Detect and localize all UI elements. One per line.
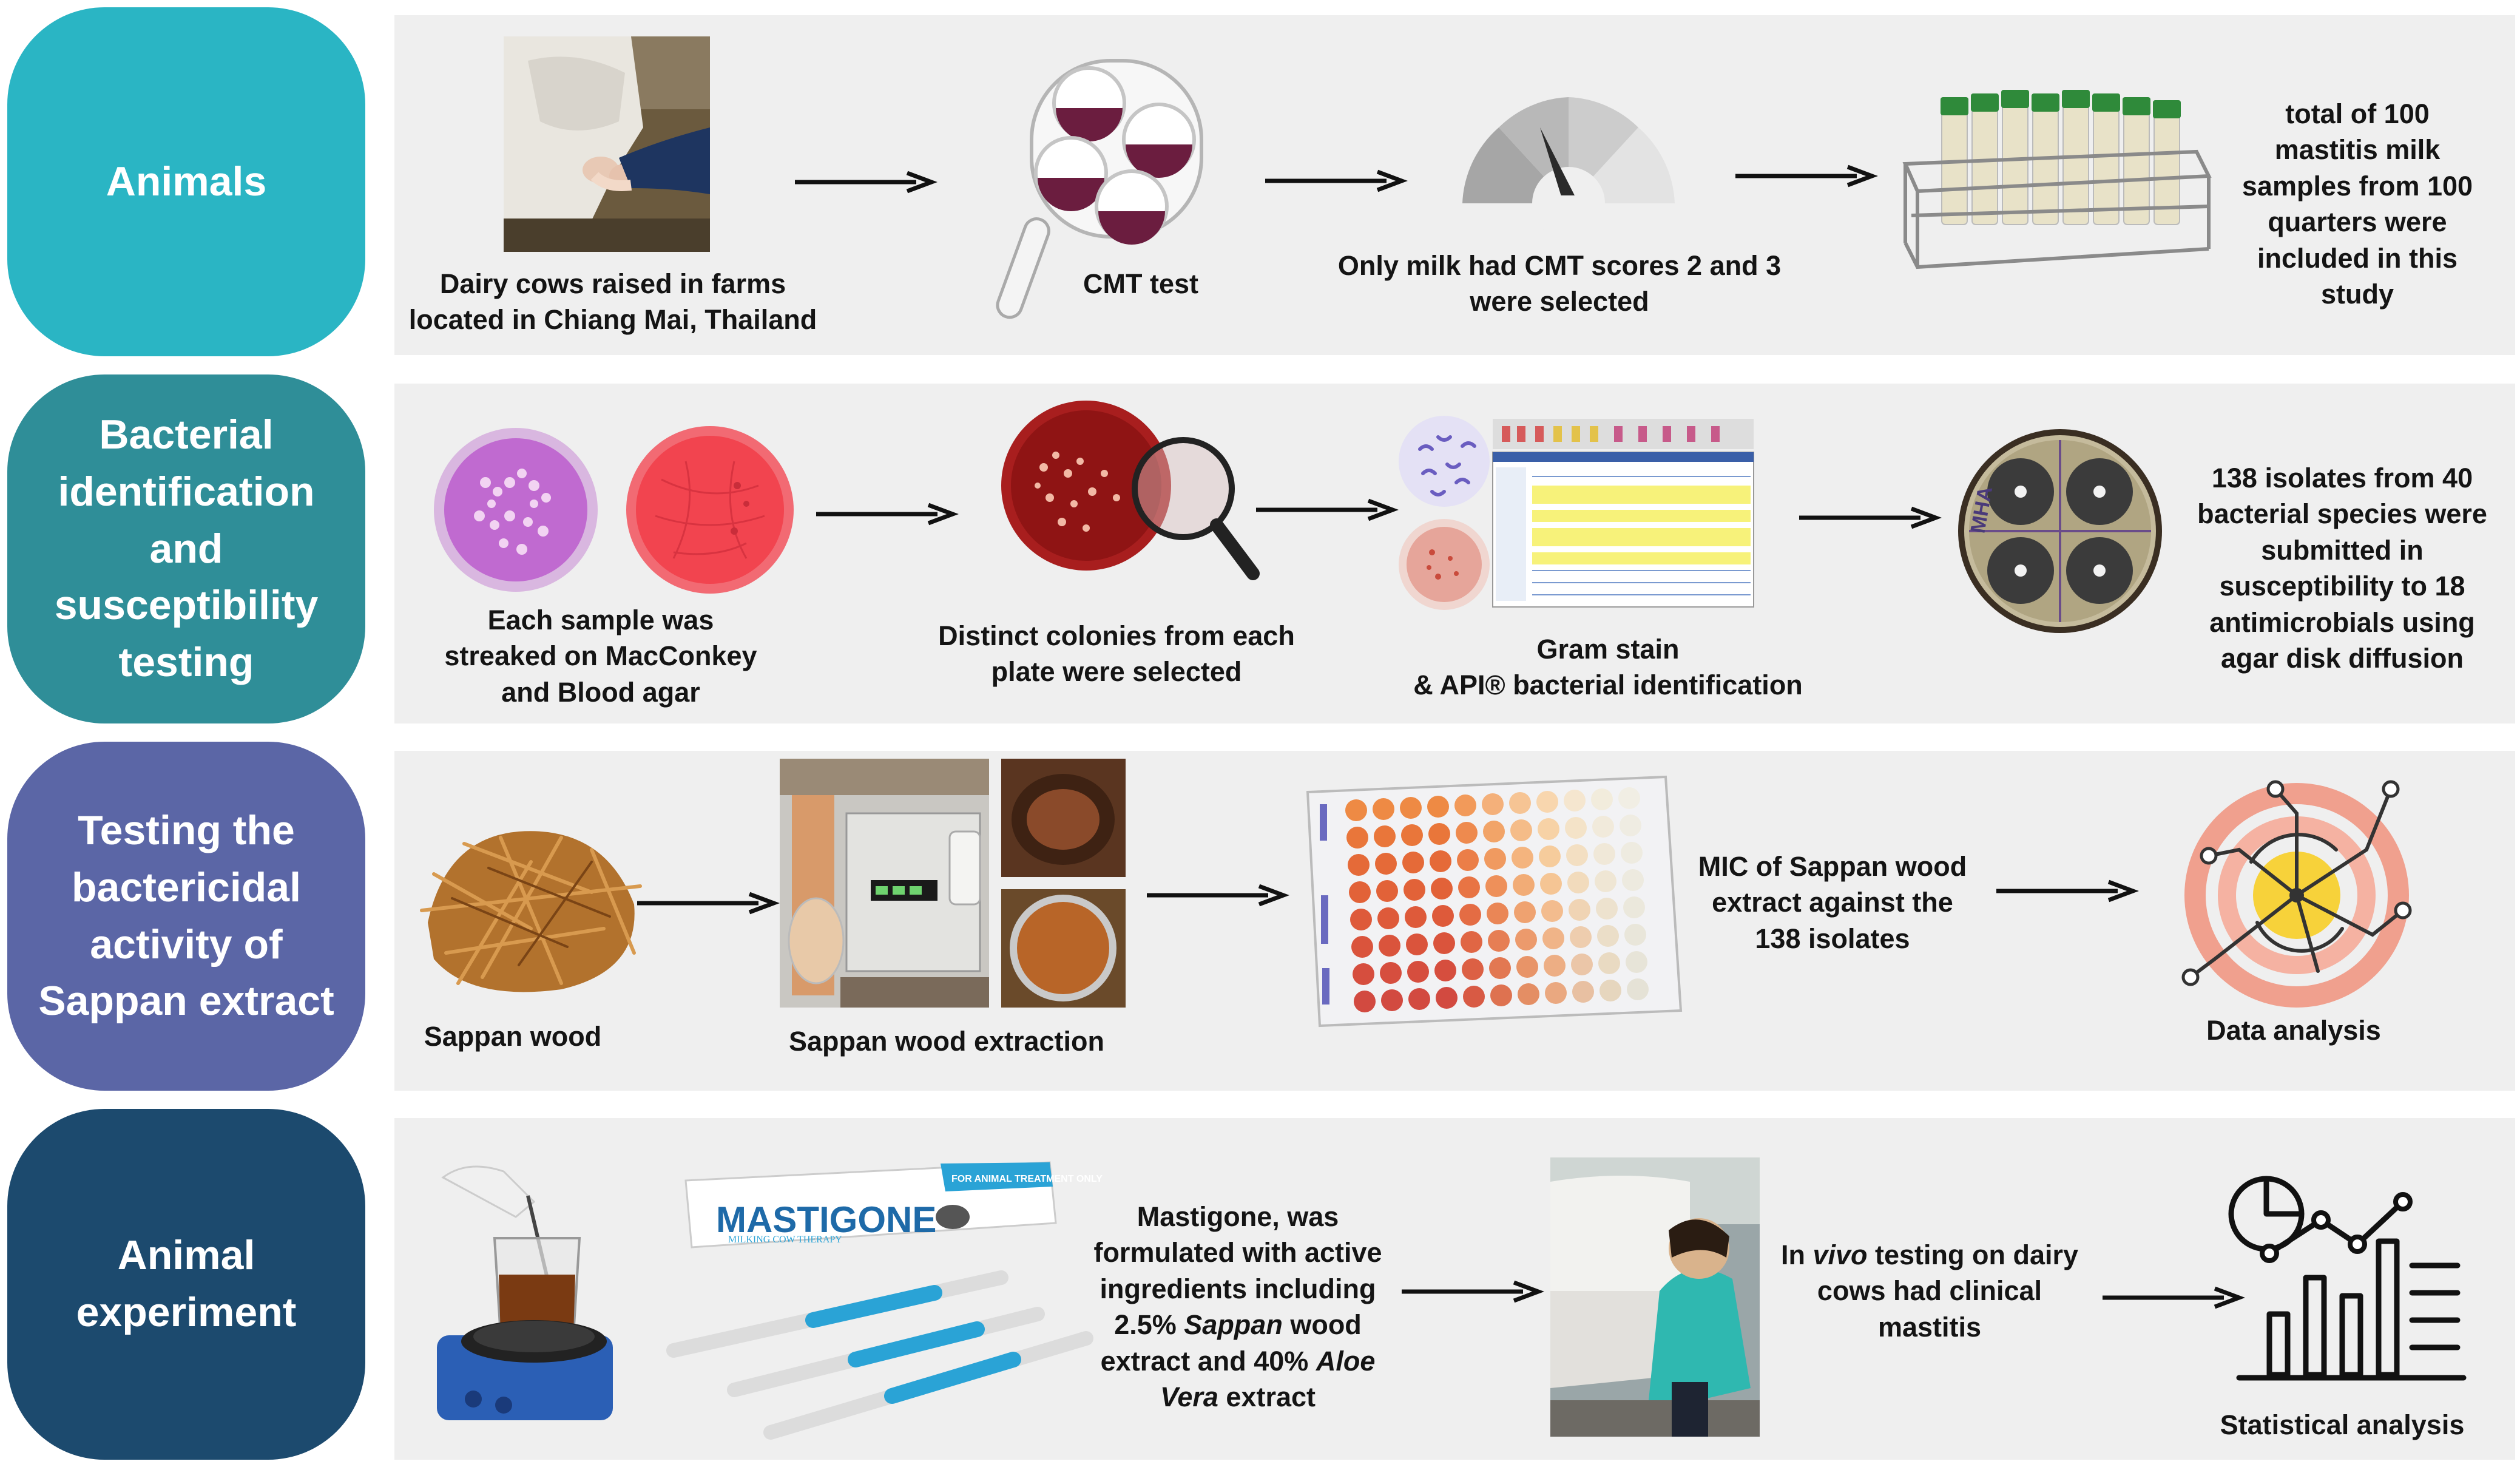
caption-distinct-colonies: Distinct colonies from each plate were s… <box>938 620 1295 688</box>
microplate-icon <box>1306 775 1683 1028</box>
statistics-icon <box>2228 1176 2467 1381</box>
caption-gram-stain: Gram stain & API® bacterial identificati… <box>1413 634 1803 701</box>
sappan-wood-icon <box>420 831 642 992</box>
gauge-icon <box>1462 97 1675 240</box>
row-label-sappan-testing: Testing the bactericidal activity of Sap… <box>7 742 365 1091</box>
caption-sappan-extraction: Sappan wood extraction <box>788 1026 1105 1057</box>
brand-name: MASTIGONE <box>716 1199 936 1240</box>
caption-streaked: Each sample was streaked on MacConkey an… <box>444 605 757 708</box>
caption-mic: MIC of Sappan wood extract against the 1… <box>1698 851 1967 954</box>
arrow-icon <box>795 171 937 194</box>
caption-statistical-analysis: Statistical analysis <box>2220 1409 2465 1440</box>
row-label-bacterial-identification: Bacterial identification and susceptibil… <box>7 374 365 723</box>
panel-experiment <box>394 1118 2515 1460</box>
disk-diffusion-icon: MHA <box>1958 429 2162 633</box>
arrow-icon <box>1799 506 1942 529</box>
tube-rack-icon <box>1902 90 2212 269</box>
caption-sappan-wood: Sappan wood <box>424 1021 602 1052</box>
arrow-icon <box>1256 498 1399 521</box>
arrow-icon <box>1147 884 1289 907</box>
gram-stain-api-icon <box>1399 416 1754 610</box>
arrow-icon <box>1265 169 1408 192</box>
arrow-icon <box>1735 164 1878 188</box>
box-note: FOR ANIMAL TREATMENT ONLY <box>951 1174 1103 1184</box>
arrow-icon <box>637 892 780 915</box>
extraction-photo <box>780 759 1126 1008</box>
arrow-icon <box>1996 879 2139 903</box>
row-label-animal-experiment: Animal experiment <box>7 1109 365 1460</box>
row-label-animals: Animals <box>7 7 365 356</box>
magnetic-stirrer-icon <box>437 1165 613 1420</box>
agar-plates-icon <box>434 426 794 594</box>
arrow-icon <box>1402 1280 1544 1303</box>
caption-isolates: 138 isolates from 40 bacterial species w… <box>2197 462 2487 674</box>
in-vivo-photo <box>1550 1157 1760 1437</box>
mastigone-syringes-icon: FOR ANIMAL TREATMENT ONLY MASTIGONE MILK… <box>666 1161 1103 1440</box>
caption-data-analysis: Data analysis <box>2206 1015 2381 1046</box>
magnifier-plate-icon <box>1001 401 1260 580</box>
arrow-icon <box>2103 1286 2245 1309</box>
cmt-paddle-icon <box>996 59 1203 319</box>
caption-total-samples: total of 100 mastitis milk samples from … <box>2241 98 2473 310</box>
data-analysis-icon <box>2181 780 2412 1008</box>
caption-cmt-test: CMT test <box>1083 268 1198 299</box>
arrow-icon <box>816 503 959 526</box>
cow-milking-photo <box>504 36 710 252</box>
caption-cmt-scores: Only milk had CMT scores 2 and 3 were se… <box>1337 250 1782 317</box>
brand-subtitle: MILKING COW THERAPY <box>728 1235 842 1245</box>
caption-dairy-cows: Dairy cows raised in farms located in Ch… <box>408 268 817 336</box>
